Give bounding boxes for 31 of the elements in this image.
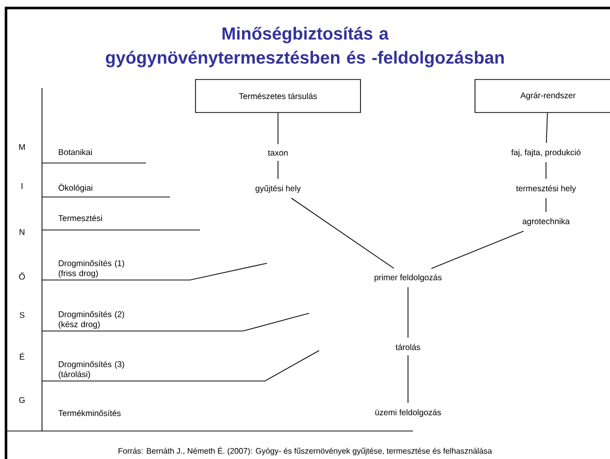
axis-letter: M	[19, 144, 25, 150]
process-label: agrotechnika	[522, 218, 570, 226]
quality-label: Botanikai	[58, 148, 92, 156]
quality-label: Drogminősítés (3) (tárolási)	[58, 360, 124, 379]
connector-line	[431, 230, 524, 269]
connector-line	[290, 198, 394, 269]
axis-letter: É	[20, 352, 24, 360]
connector-line	[42, 262, 268, 280]
connector-line	[546, 112, 548, 144]
process-label: primer feldolgozás	[374, 274, 442, 282]
source-note: Forrás: Bernáth J., Németh É. (2007): Gyógy- és fűszernövények gyűjtése, termesztése és felhasználása	[118, 446, 492, 456]
system-box: Természetes társulás	[195, 79, 361, 113]
process-label: termesztési hely	[516, 185, 576, 193]
quality-label: Ökológiai	[58, 184, 92, 192]
connector-line	[42, 312, 310, 332]
process-label: taxon	[268, 150, 288, 156]
process-label: gyűjtési hely	[256, 185, 301, 193]
connector-line	[42, 350, 320, 382]
system-box: Agrár-rendszer	[474, 79, 610, 113]
title: Minőségbiztosítás a gyógynövénytermesztésben és -feldolgozásban	[106, 26, 504, 68]
process-label: tárolás	[396, 344, 420, 350]
quality-label: Termesztési	[58, 214, 102, 222]
quality-label: Termékminősítés	[58, 410, 121, 416]
quality-label: Drogminősítés (1) (friss drog)	[58, 260, 124, 278]
axis-letter: Ő	[19, 272, 25, 280]
axis-letter: G	[19, 397, 25, 403]
process-label: faj, fajta, produkció	[511, 149, 580, 157]
process-label: üzemi feldolgozás	[375, 409, 441, 417]
quality-label: Drogminősítés (2) (kész drog)	[58, 310, 124, 329]
axis-letter: S	[20, 312, 24, 318]
axis-letter: N	[20, 229, 24, 235]
